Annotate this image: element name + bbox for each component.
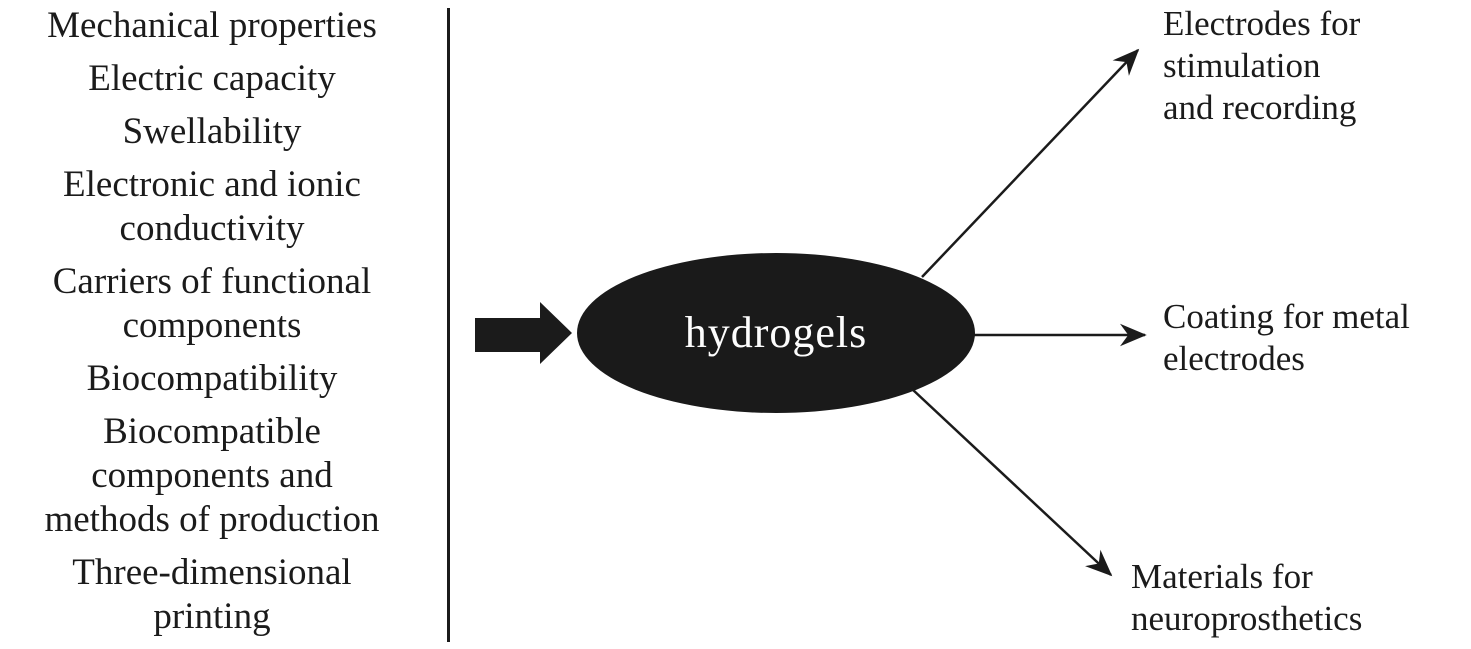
bold-right-arrow-icon bbox=[475, 302, 572, 364]
arrow-to-materials-neuroprosthetics bbox=[911, 388, 1113, 577]
application-label-coating-metal-electrodes: Coating for metal electrodes bbox=[1163, 297, 1410, 378]
property-item-three-dimensional-printing: Three-dimensional printing bbox=[72, 552, 352, 637]
hydrogels-node bbox=[577, 253, 975, 413]
property-item-swellability: Swellability bbox=[122, 111, 302, 152]
property-item-mechanical-properties: Mechanical properties bbox=[47, 5, 377, 46]
property-item-biocompatible-components-production: Biocompatible components and methods of … bbox=[44, 411, 380, 540]
property-item-electronic-ionic-conductivity: Electronic and ionic conductivity bbox=[63, 164, 361, 249]
arrow-to-electrodes-stimulation bbox=[921, 48, 1140, 278]
application-label-materials-neuroprosthetics: Materials for neuroprosthetics bbox=[1131, 557, 1363, 638]
hydrogels-node-label: hydrogels bbox=[684, 308, 868, 357]
application-label-electrodes-stimulation-recording: Electrodes for stimulation and recording bbox=[1163, 4, 1361, 127]
property-item-biocompatibility: Biocompatibility bbox=[86, 358, 338, 399]
property-item-electric-capacity: Electric capacity bbox=[88, 58, 336, 99]
property-item-carriers-functional-components: Carriers of functional components bbox=[52, 261, 372, 346]
properties-list: Mechanical properties Electric capacity … bbox=[0, 4, 424, 639]
